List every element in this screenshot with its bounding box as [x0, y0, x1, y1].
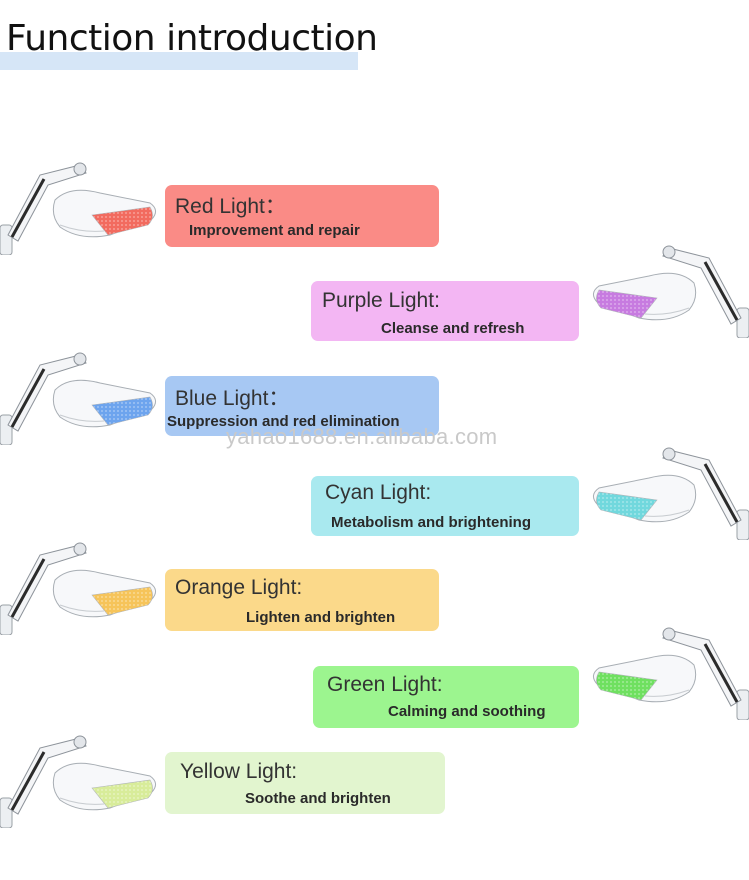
light-description: Calming and soothing — [388, 703, 546, 720]
orange-light-device-image — [0, 535, 160, 635]
light-description: Cleanse and refresh — [381, 320, 525, 337]
blue-light-card: Blue Light： Suppression and red eliminat… — [165, 376, 439, 436]
orange-light-card: Orange Light: Lighten and brighten — [165, 569, 439, 631]
light-name: Yellow Light: — [180, 760, 298, 783]
watermark: yahao1688.en.alibaba.com — [226, 424, 498, 449]
red-light-device-image — [0, 155, 160, 255]
light-description: Lighten and brighten — [246, 609, 396, 626]
light-name: Purple Light: — [322, 289, 440, 312]
purple-light-device-image — [589, 238, 749, 338]
yellow-light-device-image — [0, 728, 160, 828]
light-name: Blue Light： — [175, 387, 290, 410]
yellow-light-card: Yellow Light: Soothe and brighten — [165, 752, 445, 814]
light-name: Cyan Light: — [325, 481, 432, 504]
cyan-light-device-image — [589, 440, 749, 540]
page-header: Function introduction — [0, 18, 378, 72]
cyan-light-card: Cyan Light: Metabolism and brightening — [311, 476, 579, 536]
light-name: Green Light: — [327, 673, 443, 696]
light-name: Orange Light: — [175, 576, 303, 599]
blue-light-device-image — [0, 345, 160, 445]
green-light-card: Green Light: Calming and soothing — [313, 666, 579, 728]
light-name: Red Light： — [175, 195, 286, 218]
green-light-device-image — [589, 620, 749, 720]
light-description: Soothe and brighten — [245, 790, 391, 807]
light-description: Suppression and red elimination — [167, 413, 400, 430]
light-description: Metabolism and brightening — [331, 514, 532, 531]
page-title: Function introduction — [6, 18, 378, 59]
red-light-card: Red Light： Improvement and repair — [165, 185, 439, 247]
title-underline-bar — [0, 52, 358, 70]
light-description: Improvement and repair — [189, 222, 360, 239]
purple-light-card: Purple Light: Cleanse and refresh — [311, 281, 579, 341]
